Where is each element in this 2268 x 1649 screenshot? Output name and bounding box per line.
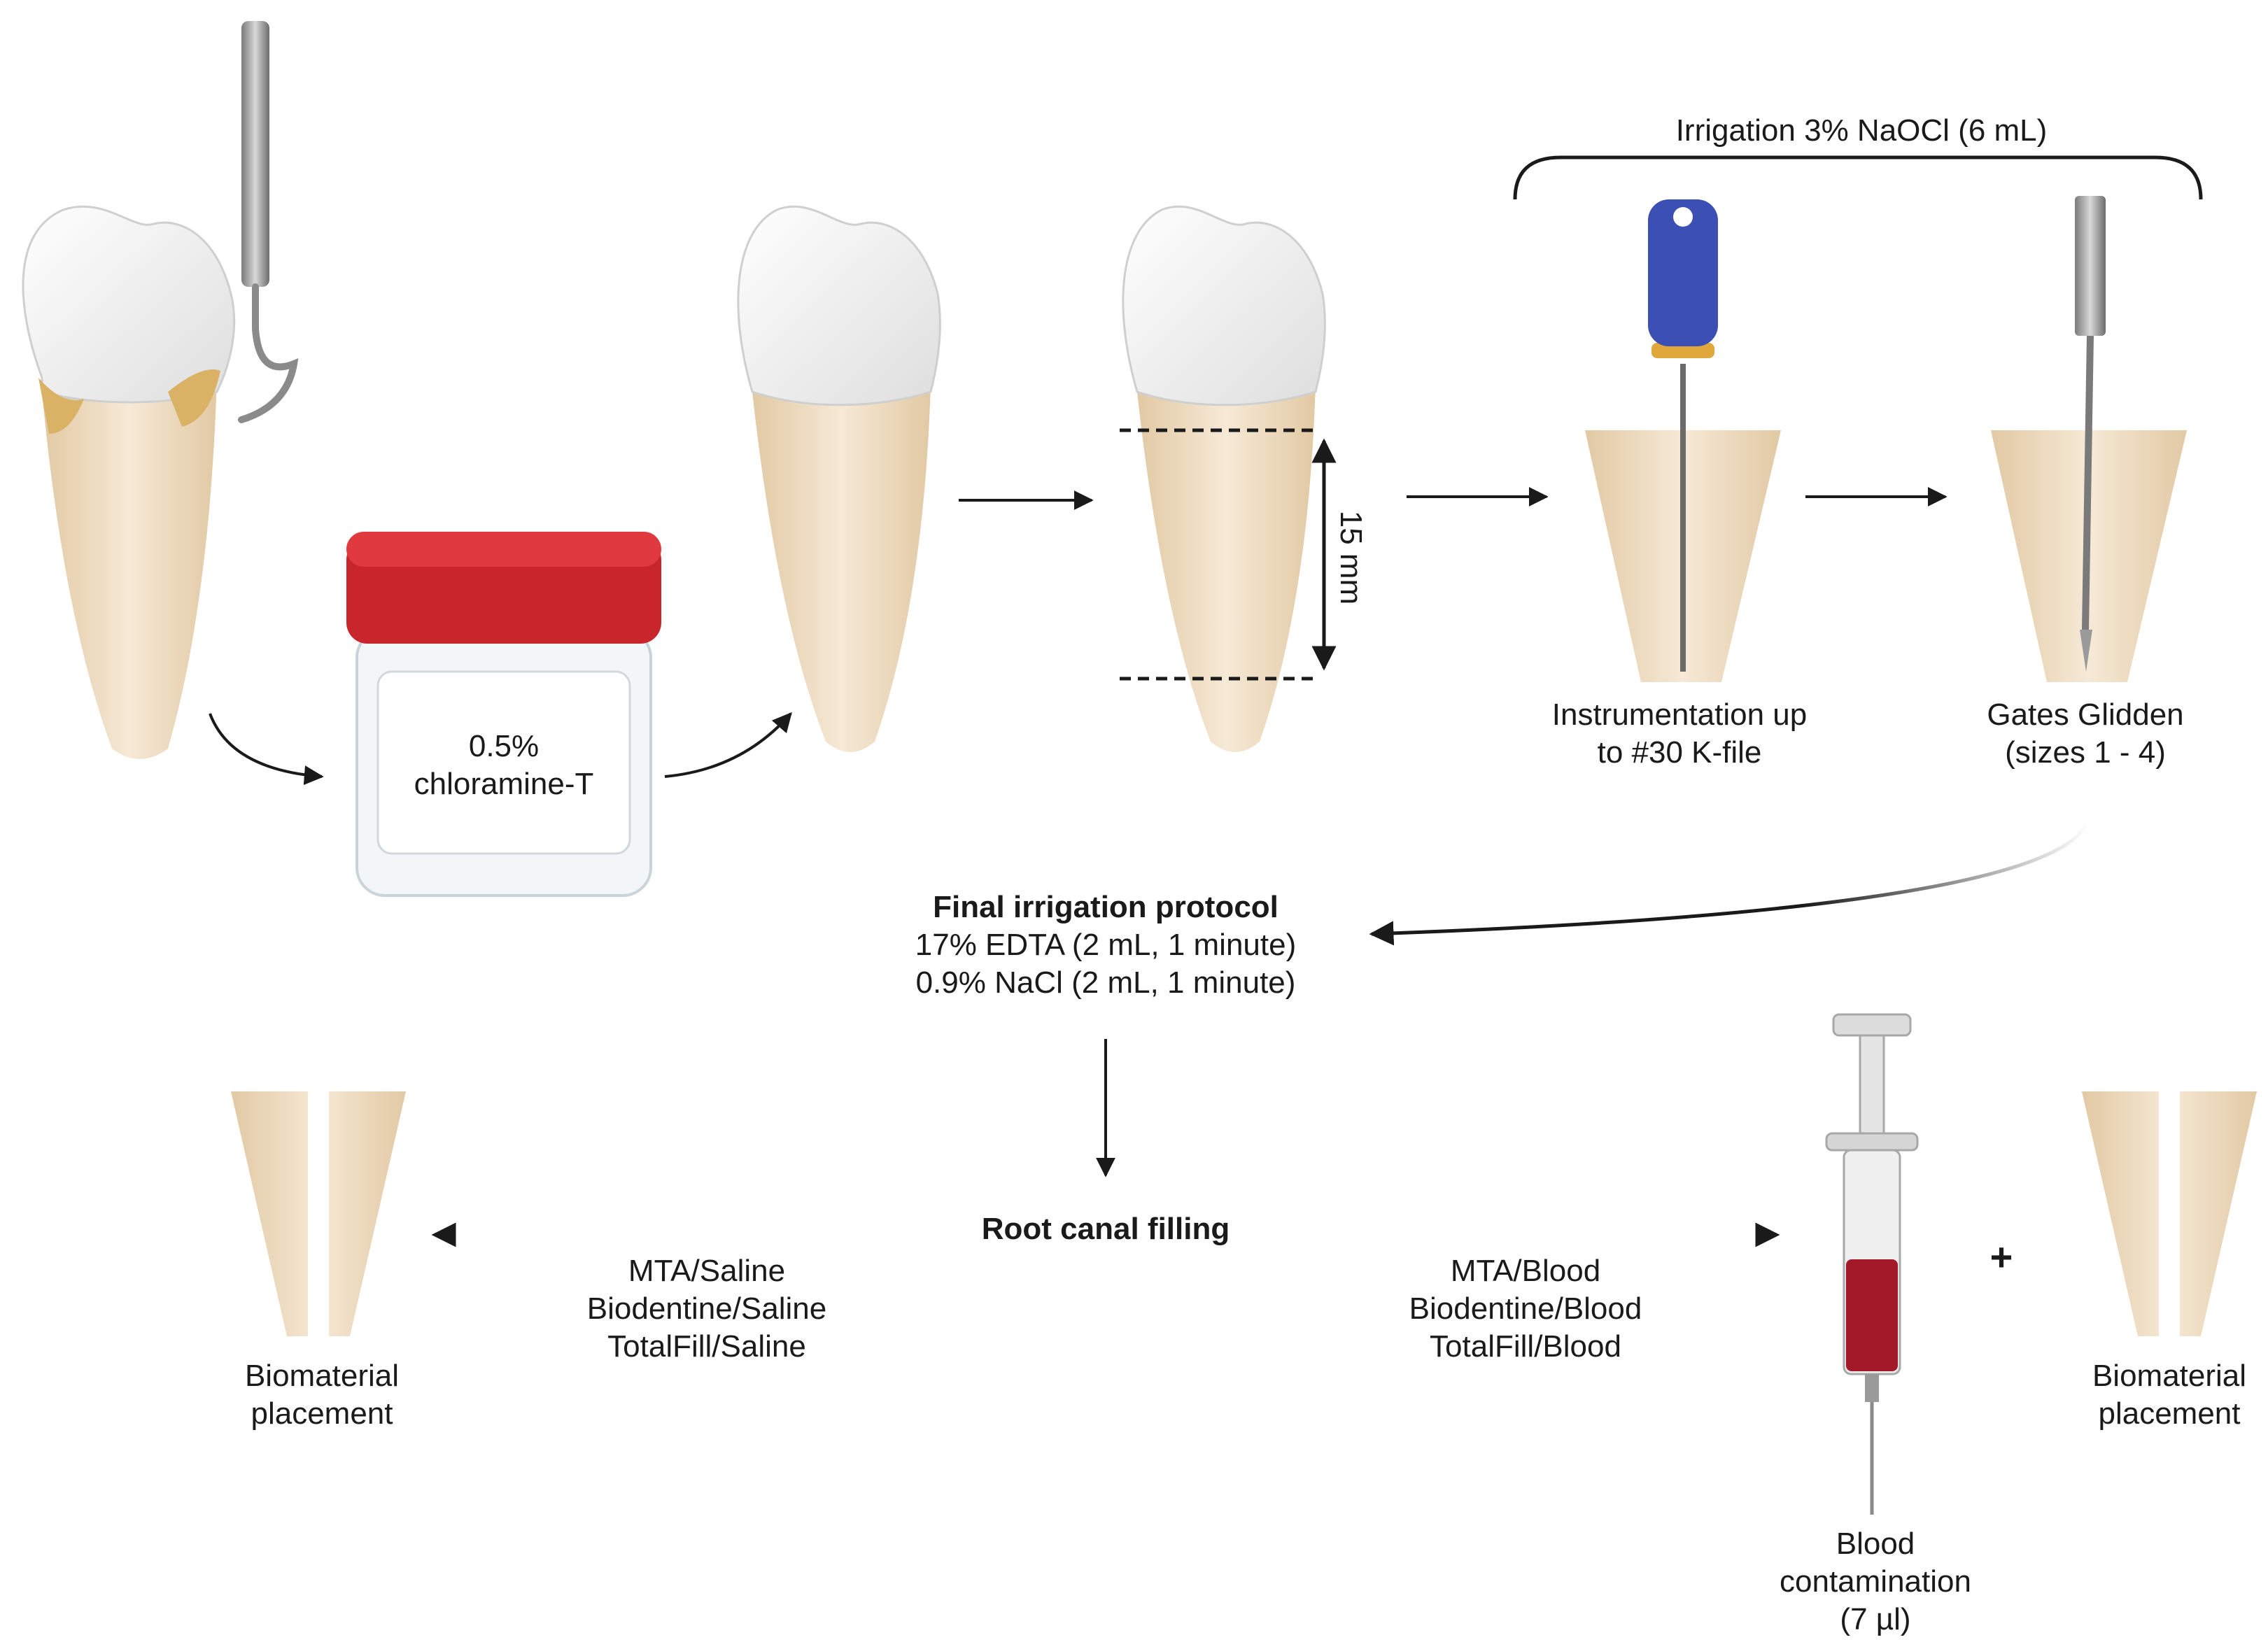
root-biomaterial-right (2082, 1091, 2257, 1336)
irrigation-label: Irrigation 3% NaOCl (6 mL) (1675, 113, 2048, 148)
chloramine-container (346, 532, 661, 897)
tooth-sectioned (1120, 205, 1337, 752)
dental-explorer-icon (238, 21, 299, 423)
irrigation-brace (1513, 155, 2203, 200)
biomaterial-placement-right: Biomaterial placement (2092, 1359, 2247, 1431)
plus-sign: + (1989, 1235, 2013, 1279)
root-canal-filling-label: Root canal filling (981, 1212, 1230, 1246)
container-label: 0.5% chloramine-T (414, 729, 594, 801)
measurement-label: 15 mm (1334, 510, 1368, 605)
tooth-cleaned (737, 205, 941, 752)
tooth-with-calculus (22, 205, 236, 759)
root-biomaterial-left (231, 1091, 406, 1336)
root-with-gates-glidden (1991, 196, 2187, 682)
saline-groups: MTA/Saline Biodentine/Saline TotalFill/S… (586, 1254, 827, 1364)
blood-syringe (1825, 1013, 1919, 1515)
blood-contamination-label: Blood contamination (7 µl) (1780, 1527, 1971, 1636)
arrow-tooth-to-container (209, 713, 324, 786)
blood-groups: MTA/Blood Biodentine/Blood TotalFill/Blo… (1409, 1254, 1642, 1364)
gates-glidden-label: Gates Glidden (sizes 1 - 4) (1987, 698, 2184, 770)
biomaterial-placement-left: Biomaterial placement (244, 1359, 400, 1431)
arrow-gates-to-final (1369, 818, 2091, 946)
final-irrigation-protocol: Final irrigation protocol 17% EDTA (2 mL… (915, 890, 1297, 1000)
instrumentation-label: Instrumentation up to #30 K-file (1551, 698, 1808, 770)
root-with-k-file (1585, 199, 1781, 682)
arrow-container-to-tooth (664, 712, 792, 778)
